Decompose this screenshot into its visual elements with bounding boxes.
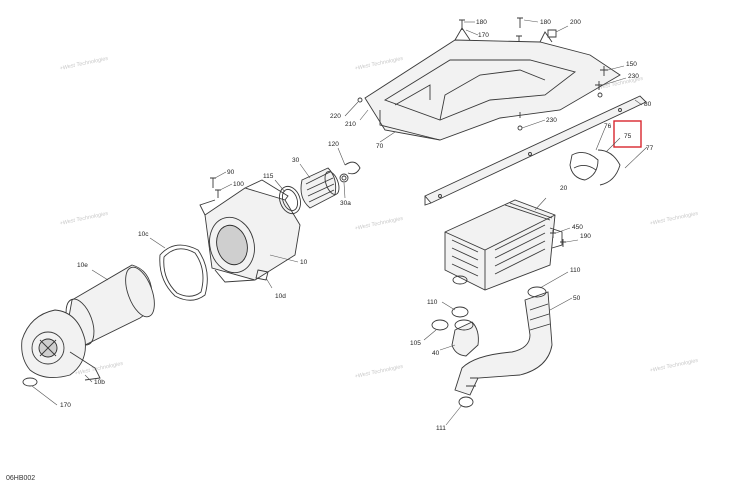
airbox-10	[199, 179, 301, 283]
highlight-box-75	[613, 120, 642, 148]
intake-housing-10b	[21, 309, 101, 387]
fasteners	[210, 17, 608, 281]
callout-label: 105	[410, 340, 421, 347]
callout-label: 450	[572, 224, 583, 231]
callout-label: 30	[292, 157, 300, 164]
watermark: +West Technologies	[354, 364, 404, 380]
callout-label: 170	[478, 32, 489, 39]
callout-label: 80	[644, 101, 652, 108]
watermark: +West Technologies	[59, 211, 109, 227]
callout-label: 100	[233, 181, 244, 188]
elbow-40	[451, 319, 479, 357]
callout-label: 210	[345, 121, 356, 128]
intercooler-20	[444, 199, 563, 291]
callout-label: 111	[436, 425, 446, 432]
callout-label: 230	[546, 117, 557, 124]
callout-label: 200	[570, 19, 581, 26]
callout-label: 115	[263, 173, 274, 180]
watermark: +West Technologies	[649, 211, 699, 227]
callout-label: 10b	[94, 379, 105, 386]
callout-label: 220	[330, 113, 341, 120]
bracket-76-77	[569, 149, 621, 186]
rail-80	[424, 95, 647, 206]
callout-label: 20	[560, 185, 568, 192]
callout-label: 110	[570, 267, 581, 274]
callout-label: 10c	[138, 231, 149, 238]
ring-115	[279, 185, 301, 215]
callout-label: 77	[646, 145, 654, 152]
watermark: +West Technologies	[354, 216, 404, 232]
seal-ring-10c	[159, 244, 208, 301]
callout-label: 76	[604, 123, 612, 130]
hose-50	[454, 291, 553, 396]
callout-label: 50	[573, 295, 581, 302]
callout-label: 10	[300, 259, 308, 266]
callout-label: 190	[580, 233, 591, 240]
callout-label: 90	[227, 169, 235, 176]
callout-label: 230	[628, 73, 639, 80]
watermark: +West Technologies	[59, 56, 109, 72]
callout-label: 40	[432, 350, 440, 357]
callouts: 180 170 180 200 150 230 80 220 210 70 23…	[31, 19, 654, 432]
watermark: +West Technologies	[354, 56, 404, 72]
air-filter-tube-10e	[65, 264, 155, 346]
watermark: +West Technologies	[649, 358, 699, 374]
callout-label: 180	[476, 19, 487, 26]
upper-housing-70	[357, 27, 621, 141]
callout-label: 70	[376, 143, 384, 150]
small-parts	[339, 161, 361, 183]
callout-label-highlighted: 75	[624, 133, 632, 140]
callout-label: 10d	[275, 293, 286, 300]
callout-label: 30a	[340, 200, 351, 207]
diagram-reference-code: 06HB002	[6, 475, 35, 482]
callout-label: 150	[626, 61, 637, 68]
clamps	[431, 275, 547, 408]
callout-label: 110	[427, 299, 438, 306]
callout-label: 180	[540, 19, 551, 26]
callout-label: 120	[328, 141, 339, 148]
callout-label: 170	[60, 402, 71, 409]
callout-label: 10e	[77, 262, 88, 269]
watermark: +West Technologies	[74, 361, 124, 377]
